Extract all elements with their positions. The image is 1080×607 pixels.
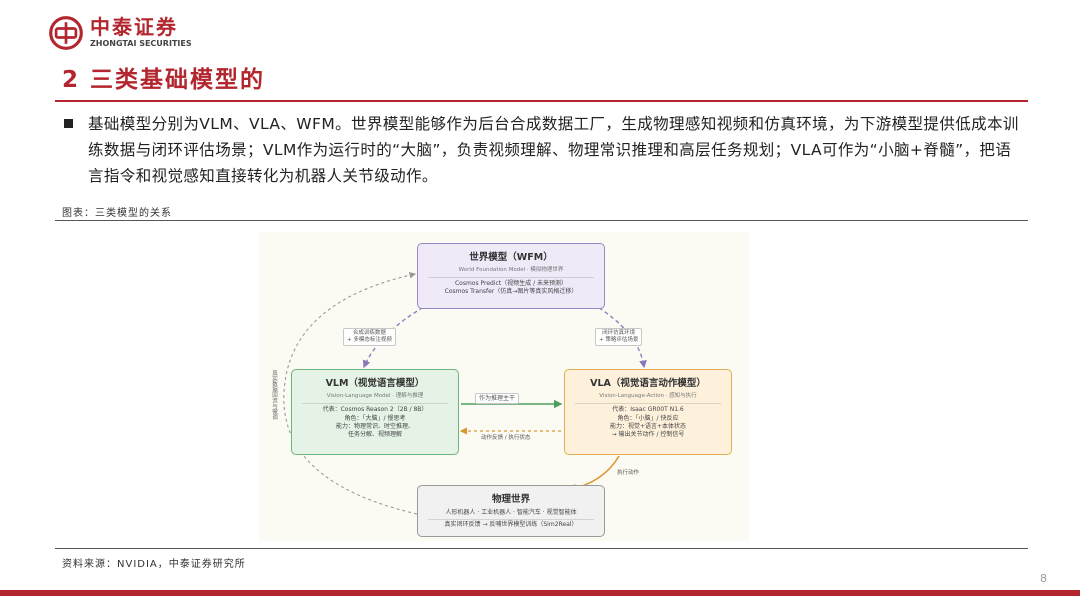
bullet-square-icon	[64, 119, 73, 128]
wfm-title: 世界模型（WFM）	[469, 252, 553, 263]
vlm-subtitle: Vision-Language Model · 理解与推理	[326, 393, 424, 399]
label-vla-to-physical: 执行动作	[617, 470, 640, 476]
physical-world-line-2: 真实闭环反馈 → 反哺世界模型训练（Sim2Real）	[444, 521, 578, 528]
wfm-subtitle: World Foundation Model · 模拟物理世界	[458, 267, 564, 273]
logo-chinese-name: 中泰证券	[90, 15, 178, 39]
vla-line-4: → 输出关节动作 / 控制信号	[611, 431, 685, 438]
wfm-line-2: Cosmos Transfer（仿真→图片等真实风格迁移）	[444, 288, 578, 295]
title-divider	[55, 100, 1028, 102]
physical-world-box: 物理世界 人形机器人 · 工业机器人 · 智能汽车 · 视觉智能体 真实闭环反馈…	[417, 485, 605, 537]
label-wfm-to-vla: 闭环仿真环境 + 策略评估场景	[595, 328, 643, 346]
physical-world-line-1: 人形机器人 · 工业机器人 · 智能汽车 · 视觉智能体	[445, 509, 577, 516]
arrow-wfm-to-vla	[592, 303, 647, 369]
arrow-physical-loop-to-wfm	[283, 271, 418, 515]
body-paragraph: 基础模型分别为VLM、VLA、WFM。世界模型能够作为后台合成数据工厂，生成物理…	[88, 115, 1019, 185]
wfm-line-1: Cosmos Predict（视频生成 / 未来预测）	[454, 280, 568, 287]
wfm-divider	[428, 277, 594, 278]
model-relationship-diagram: 世界模型（WFM） World Foundation Model · 模拟物理世…	[259, 232, 749, 541]
vlm-box: VLM（视觉语言模型） Vision-Language Model · 理解与推…	[291, 369, 459, 455]
vlm-line-4: 任务分解、视频理解	[347, 431, 402, 438]
vla-title: VLA（视觉语言动作模型）	[590, 378, 706, 389]
wfm-box: 世界模型（WFM） World Foundation Model · 模拟物理世…	[417, 243, 605, 309]
vla-box: VLA（视觉语言动作模型） Vision-Language-Action · 感…	[564, 369, 732, 455]
label-wfm-to-vlm: 合成训练数据 + 多模态标注视频	[343, 328, 396, 346]
caption-divider	[55, 220, 1028, 221]
vlm-title: VLM（视觉语言模型）	[325, 378, 425, 389]
physical-world-divider	[428, 519, 594, 520]
vlm-line-1: 代表：Cosmos Reason 2（2B / 8B）	[322, 406, 428, 413]
label-left-loop: 真实数据回流与微调	[271, 370, 277, 420]
vlm-line-2: 角色：「大脑」/ 慢思考	[344, 415, 406, 422]
vlm-line-3: 能力：物理常识、时空推理、	[335, 423, 414, 430]
figure-caption: 图表：三类模型的关系	[62, 208, 172, 219]
section-title: 2 三类基础模型的	[62, 67, 266, 93]
footer-bar	[0, 590, 1080, 596]
data-source: 资料来源：NVIDIA，中泰证券研究所	[62, 559, 246, 570]
source-divider	[55, 548, 1028, 549]
vlm-divider	[302, 403, 448, 404]
vla-line-2: 角色：「小脑」/ 快反应	[617, 415, 679, 422]
vla-divider	[575, 403, 721, 404]
vla-line-1: 代表：Isaac GR00T N1.6	[612, 406, 684, 413]
logo-mark-icon	[49, 16, 83, 50]
vla-subtitle: Vision-Language-Action · 感知与执行	[599, 393, 697, 399]
vla-line-3: 能力：视觉+语言+本体状态	[609, 423, 687, 430]
logo-text: 中泰证券 ZHONGTAI SECURITIES	[90, 16, 192, 49]
label-vla-to-vlm: 动作反馈 / 执行状态	[481, 435, 531, 441]
page-number: 8	[1040, 572, 1047, 585]
logo-english-name: ZHONGTAI SECURITIES	[90, 39, 192, 48]
physical-world-title: 物理世界	[491, 494, 530, 505]
label-vlm-to-vla: 作为推理主干	[475, 393, 520, 404]
